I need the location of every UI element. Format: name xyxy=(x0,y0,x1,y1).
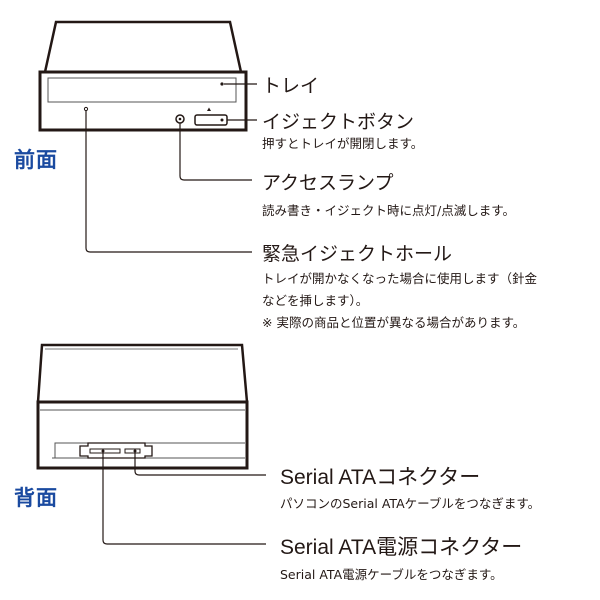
emergency-eject-hole-description-line2: などを挿します）。 xyxy=(262,293,369,308)
sata-power-port-icon xyxy=(89,448,121,454)
tray-title: トレイ xyxy=(262,75,320,97)
access-lamp-title: アクセスランプ xyxy=(262,172,394,194)
eject-symbol-icon xyxy=(207,107,211,111)
emergency-eject-hole-description-line1: トレイが開かなくなった場合に使用します（針金 xyxy=(262,271,538,286)
eject-button-description: 押すとトレイが開閉します。 xyxy=(262,136,424,151)
front-section-label: 前面 xyxy=(14,148,58,172)
emergency-eject-hole-title: 緊急イジェクトホール xyxy=(262,243,453,265)
back-section-label: 背面 xyxy=(14,486,58,510)
emergency-hole-icon xyxy=(83,106,89,112)
tray-point-icon xyxy=(220,82,224,86)
front-leader-lines xyxy=(85,83,257,253)
back-leader-lines xyxy=(102,453,266,545)
access-lamp-description: 読み書き・イジェクト時に点灯/点滅します。 xyxy=(262,203,515,218)
sata-connector-description: パソコンのSerial ATAケーブルをつなぎます。 xyxy=(280,496,541,511)
front-drive-illustration xyxy=(38,20,248,132)
back-drive-illustration xyxy=(36,343,249,470)
sata-power-connector-description: Serial ATA電源ケーブルをつなぎます。 xyxy=(280,567,503,582)
eject-button-title: イジェクトボタン xyxy=(262,111,415,133)
sata-connector-title: Serial ATAコネクター xyxy=(280,466,481,489)
position-note: ※ 実際の商品と位置が異なる場合があります。 xyxy=(262,315,526,330)
sata-data-port-icon xyxy=(124,448,141,454)
sata-power-connector-title: Serial ATA電源コネクター xyxy=(280,536,523,559)
